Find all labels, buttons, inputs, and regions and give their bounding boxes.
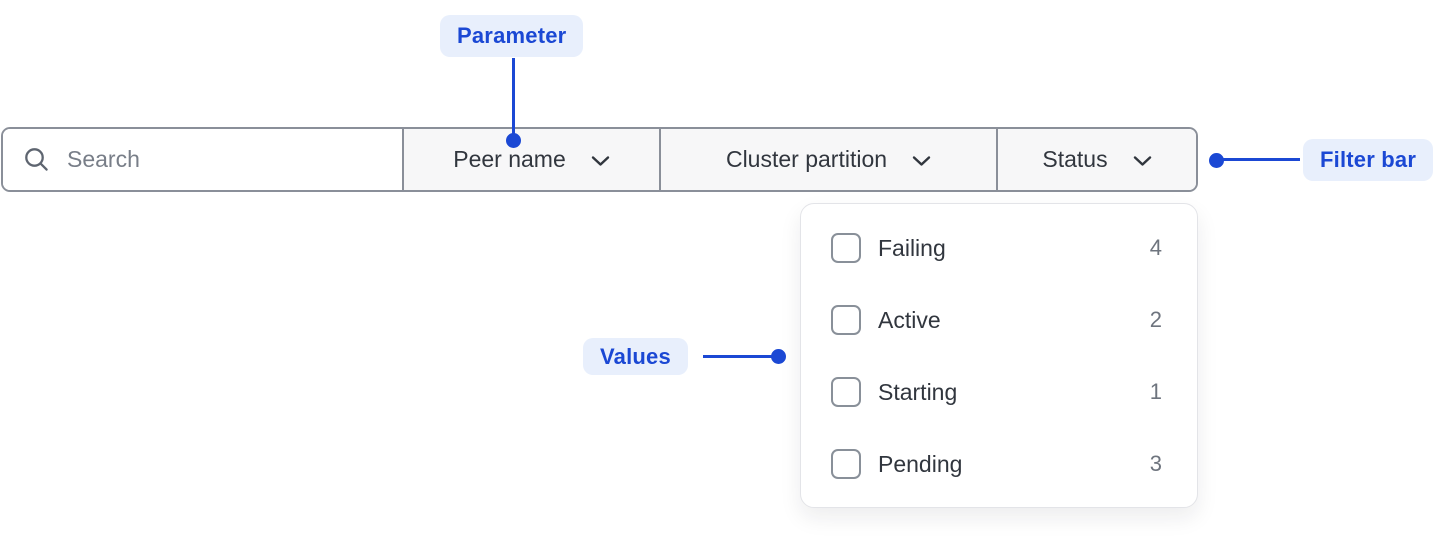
option-count: 3 — [1149, 451, 1162, 476]
option-label: Starting — [878, 378, 958, 405]
dropdown-peer-name[interactable]: Peer name — [402, 129, 659, 190]
parameter-connector-line — [512, 58, 515, 140]
option-label: Active — [878, 306, 941, 333]
dropdown-cluster-partition-label: Cluster partition — [725, 146, 888, 172]
dropdown-status[interactable]: Status — [996, 129, 1196, 190]
chevron-down-icon — [591, 155, 609, 166]
filter-bar-connector-line — [1216, 158, 1300, 161]
values-connector-dot — [771, 349, 786, 364]
filter-bar-annotation-badge: Filter bar — [1303, 139, 1434, 181]
search-input[interactable] — [67, 146, 402, 173]
parameter-connector-dot — [506, 133, 521, 148]
values-connector-line — [703, 355, 773, 358]
option-count: 2 — [1149, 307, 1162, 332]
search-field[interactable] — [3, 129, 402, 190]
chevron-down-icon — [1133, 155, 1151, 166]
dropdown-option-starting[interactable]: Starting 1 — [801, 356, 1197, 428]
dropdown-cluster-partition[interactable]: Cluster partition — [659, 129, 996, 190]
checkbox[interactable] — [831, 305, 861, 335]
filter-bar: Peer name Cluster partition Status — [1, 127, 1198, 192]
dropdown-option-active[interactable]: Active 2 — [801, 284, 1197, 356]
parameter-annotation-badge: Parameter — [440, 15, 584, 57]
search-icon — [25, 148, 48, 171]
checkbox[interactable] — [831, 233, 861, 263]
dropdown-status-label: Status — [1042, 146, 1108, 172]
values-annotation-badge: Values — [583, 338, 688, 375]
option-label: Pending — [878, 450, 963, 477]
option-count: 1 — [1149, 379, 1162, 404]
checkbox[interactable] — [831, 377, 861, 407]
option-label: Failing — [878, 234, 946, 261]
option-count: 4 — [1149, 235, 1162, 260]
dropdown-option-failing[interactable]: Failing 4 — [801, 212, 1197, 284]
dropdown-option-pending[interactable]: Pending 3 — [801, 428, 1197, 500]
dropdown-peer-name-label: Peer name — [453, 146, 566, 172]
checkbox[interactable] — [831, 449, 861, 479]
chevron-down-icon — [912, 155, 931, 166]
status-dropdown-panel: Failing 4 Active 2 Starting 1 Pending 3 — [800, 203, 1198, 508]
